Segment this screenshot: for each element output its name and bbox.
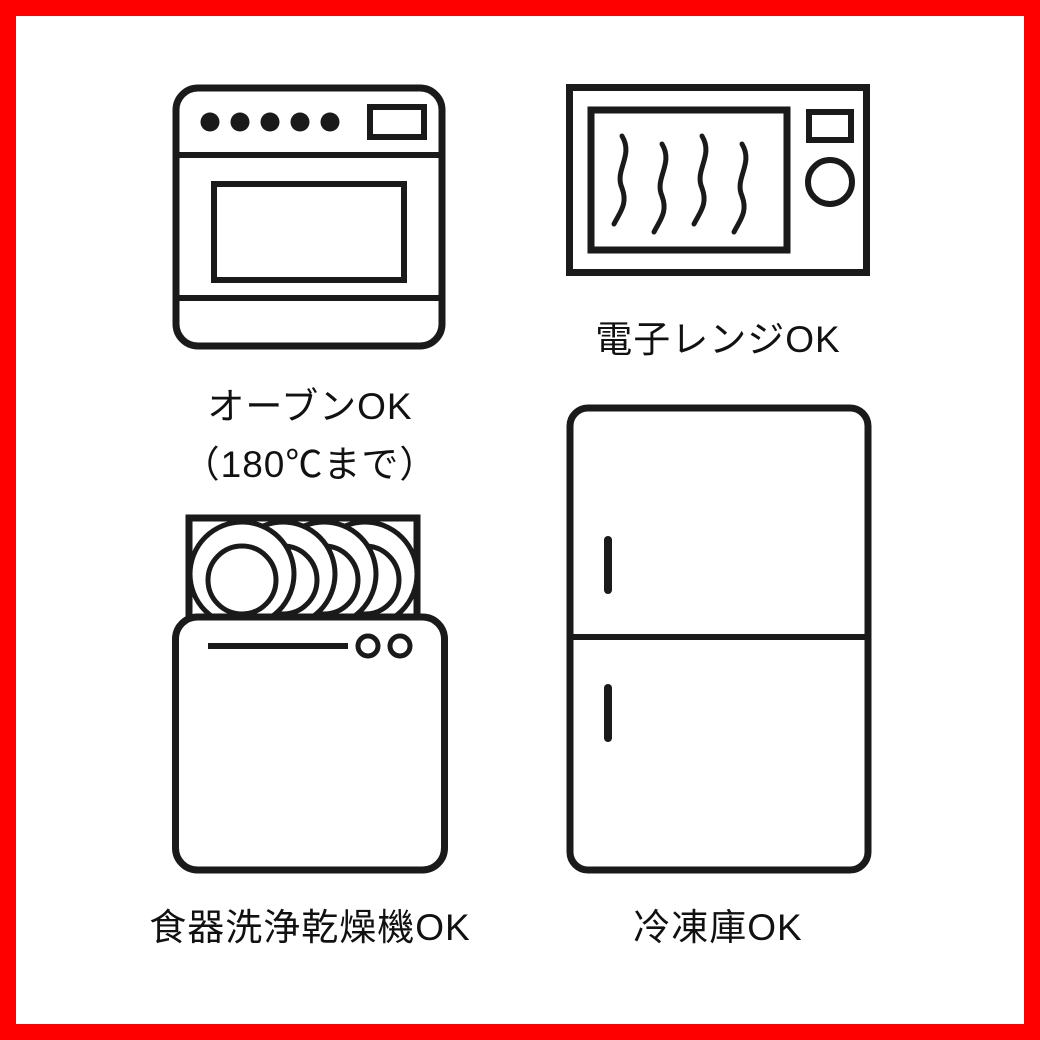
dishwasher-icon — [172, 512, 448, 874]
microwave-display — [806, 109, 854, 143]
oven-icon — [172, 84, 446, 350]
oven-control-dots — [200, 112, 340, 132]
dishwasher-plates — [187, 519, 420, 629]
dishwasher-label-line1: 食器洗浄乾燥機OK — [149, 907, 471, 948]
microwave-label: 電子レンジOK — [468, 312, 968, 368]
microwave-door-window — [587, 106, 791, 254]
oven-window — [211, 181, 407, 283]
dishwasher-body — [172, 613, 448, 874]
dishwasher-indicator-2 — [387, 633, 413, 659]
oven-label-line2: （180℃まで） — [182, 444, 438, 485]
dishwasher-label: 食器洗浄乾燥機OK — [60, 900, 560, 956]
microwave-icon — [566, 84, 870, 276]
oven-display — [367, 104, 427, 140]
refrigerator-icon — [566, 404, 872, 874]
freezer-label-line1: 冷凍庫OK — [633, 907, 803, 948]
steam-waves — [611, 133, 749, 235]
microwave-label-line1: 電子レンジOK — [595, 319, 841, 360]
oven-label-line1: オーブンOK — [207, 386, 413, 427]
freezer-label: 冷凍庫OK — [468, 900, 968, 956]
dishwasher-indicator-1 — [355, 633, 381, 659]
white-canvas — [16, 16, 1024, 1024]
oven-label: オーブンOK （180℃まで） — [60, 378, 560, 494]
microwave-knob — [805, 157, 855, 207]
